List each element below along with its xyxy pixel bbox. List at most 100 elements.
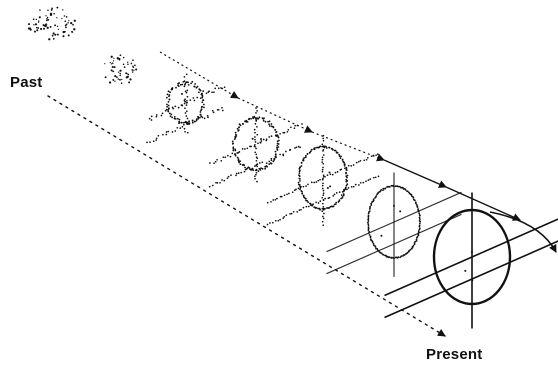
frame-5-circle: [303, 195, 305, 197]
frame-4-circle: [269, 120, 271, 122]
frame-5-circle: [346, 169, 348, 171]
frame-3-circle: [190, 83, 192, 85]
frame-4-circle: [273, 127, 275, 129]
frame-3-diagonal-axis: [161, 115, 163, 117]
frame-5-lower-diagonal-axis: [332, 195, 334, 197]
frame-4-circle: [237, 128, 239, 130]
frame-1-speckle: [36, 19, 37, 20]
frame-4-lower-diagonal-axis: [227, 177, 229, 179]
frame-4-vertical-axis: [256, 157, 258, 159]
frame-3-circle: [180, 84, 182, 86]
frame-5-lower-diagonal-axis: [358, 184, 360, 186]
frame-3-circle: [167, 94, 169, 96]
frame-6-dot: [399, 210, 401, 212]
frame-5-lower-diagonal-axis: [310, 204, 312, 206]
frame-5-circle: [309, 203, 311, 205]
frame-3-circle: [178, 85, 180, 87]
frame-5-lower-diagonal-axis: [339, 191, 341, 193]
frame-3-circle: [200, 90, 202, 92]
frame-1-speckle: [57, 26, 58, 27]
frame-5-lower-diagonal-axis: [272, 222, 274, 224]
frame-4-lower-diagonal-axis: [236, 173, 238, 175]
frame-6-circle: [390, 257, 392, 259]
frame-1-speckle: [53, 13, 55, 15]
frame-5-lower-diagonal-axis: [319, 200, 321, 202]
frame-5-diagonal-axis: [300, 186, 302, 188]
frame-5-circle: [300, 190, 302, 192]
frame-4-lower-diagonal-axis: [230, 174, 232, 176]
frame-4-lower-diagonal-axis: [299, 147, 301, 149]
frame-5-lower-diagonal-axis: [375, 176, 377, 178]
frame-2-speckle: [134, 65, 136, 67]
frame-5-lower-diagonal-axis: [362, 182, 364, 184]
frame-3-lower-diagonal-axis: [174, 130, 176, 132]
frame-2-speckle: [113, 58, 114, 59]
frame-3-circle: [192, 122, 194, 124]
frame-4-circle: [258, 170, 260, 172]
frame-3-circle: [169, 113, 171, 115]
frame-4-diagonal-axis: [234, 153, 236, 155]
frame-6-circle: [375, 195, 377, 197]
frame-5-diagonal-axis: [272, 199, 274, 201]
frame-2-speckle: [126, 73, 127, 74]
frame-5-circle: [301, 162, 303, 164]
frame-1-speckle: [36, 27, 38, 29]
frame-4-vertical-axis: [255, 141, 257, 143]
frame-4-circle: [235, 132, 237, 134]
frame-1-speckle: [61, 18, 62, 19]
frame-5-circle: [311, 149, 313, 151]
frame-5-lower-diagonal-axis: [293, 211, 295, 213]
frame-4-vertical-axis: [254, 129, 256, 131]
frame-5-circle: [305, 155, 307, 157]
frame-3-diagonal-axis: [172, 108, 174, 110]
frame-3-dot: [181, 104, 183, 106]
frame-3-circle: [177, 118, 179, 120]
frame-6-circle: [411, 248, 413, 250]
frame-4-circle: [263, 118, 265, 120]
frame-5-diagonal-axis: [367, 157, 369, 159]
frame-5-diagonal-axis: [337, 171, 339, 173]
frame-2-speckle: [111, 56, 113, 58]
frame-1-speckle: [38, 20, 39, 21]
frame-1-speckle: [43, 24, 45, 26]
frame-3-lower-diagonal-axis: [199, 117, 201, 119]
frame-3-lower-diagonal-axis: [155, 139, 157, 141]
frame-3-lower-diagonal-axis: [158, 135, 160, 137]
frame-3-circle: [201, 101, 203, 103]
frame-4-vertical-axis: [255, 148, 257, 150]
frame-4-circle: [264, 166, 266, 168]
frame-6-dot: [380, 235, 382, 237]
frame-1-speckle: [68, 34, 70, 36]
frame-3-vertical-axis: [186, 92, 188, 94]
frame-1-speckle: [48, 38, 50, 40]
frame-4-circle: [244, 167, 246, 169]
frame-5-vertical-axis: [322, 169, 324, 171]
frame-5-lower-diagonal-axis: [334, 194, 336, 196]
frame-5-vertical-axis: [322, 216, 324, 218]
frame-3-circle: [172, 87, 174, 89]
frame-7-dot: [471, 279, 473, 281]
frame-2-speckle: [119, 70, 121, 72]
frame-6-dot: [393, 205, 395, 207]
frame-3-circle: [200, 111, 202, 113]
frame-5-lower-diagonal-axis: [365, 180, 367, 182]
frame-4-circle: [238, 126, 240, 128]
frame-6-circle: [369, 206, 371, 208]
trajectory-segment: [384, 160, 446, 187]
frame-4-diagonal-axis: [224, 156, 226, 158]
frame-1-speckle: [47, 27, 49, 29]
frame-1-speckle: [72, 24, 74, 26]
frame-1-speckle: [35, 23, 37, 25]
frame-5-diagonal-axis: [344, 167, 346, 169]
frame-4-vertical-axis: [254, 139, 256, 141]
frame-5-vertical-axis: [321, 143, 323, 145]
frame-5-vertical-axis: [323, 174, 325, 176]
frame-3-circle: [200, 110, 202, 112]
frame-5-dot: [329, 172, 331, 174]
frame-5-lower-diagonal-axis: [308, 206, 310, 208]
frame-4-circle: [232, 141, 234, 143]
frame-5-circle: [330, 206, 332, 208]
frame-4-circle: [262, 168, 264, 170]
frame-3-lower-diagonal-axis: [207, 115, 209, 117]
frame-5-diagonal-axis: [358, 161, 360, 163]
